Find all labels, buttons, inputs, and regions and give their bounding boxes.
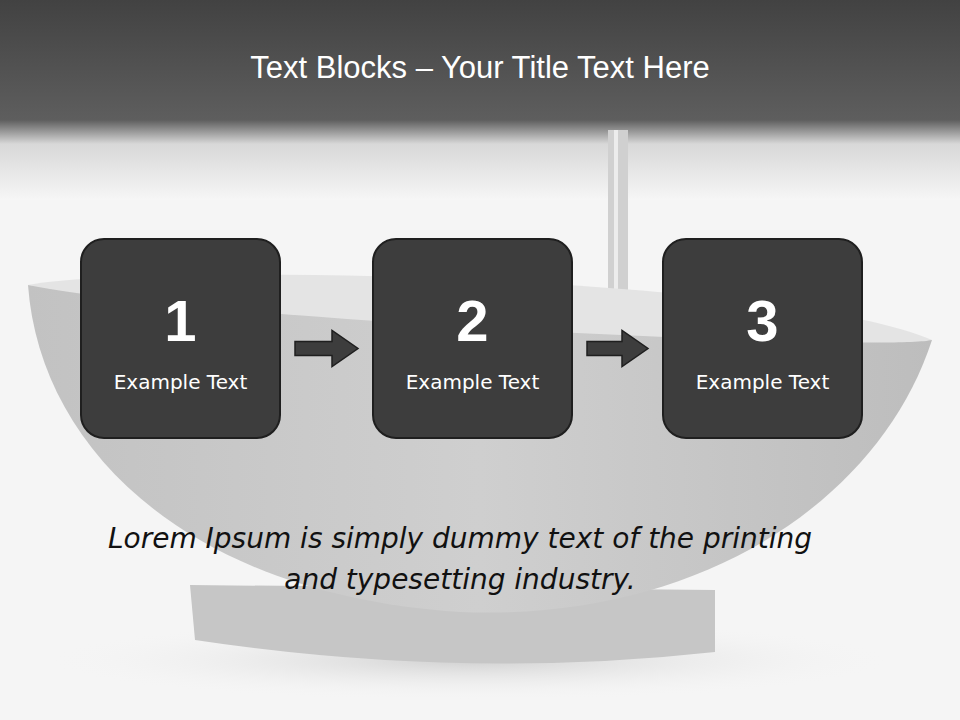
- faucet-shine: [614, 130, 618, 290]
- block-arrow: [587, 331, 648, 367]
- step-label: Example Text: [664, 370, 861, 394]
- faucet-pole: [608, 130, 628, 290]
- slide-caption: Lorem Ipsum is simply dummy text of the …: [90, 518, 830, 600]
- step-label: Example Text: [82, 370, 279, 394]
- step-box: 3Example Text: [662, 238, 863, 439]
- step-label: Example Text: [374, 370, 571, 394]
- block-arrow: [295, 331, 358, 367]
- step-box: 2Example Text: [372, 238, 573, 439]
- step-box: 1Example Text: [80, 238, 281, 439]
- header-band: [0, 0, 960, 200]
- step-number: 1: [82, 292, 279, 350]
- step-number: 3: [664, 292, 861, 350]
- step-number: 2: [374, 292, 571, 350]
- slide-title: Text Blocks – Your Title Text Here: [0, 50, 960, 86]
